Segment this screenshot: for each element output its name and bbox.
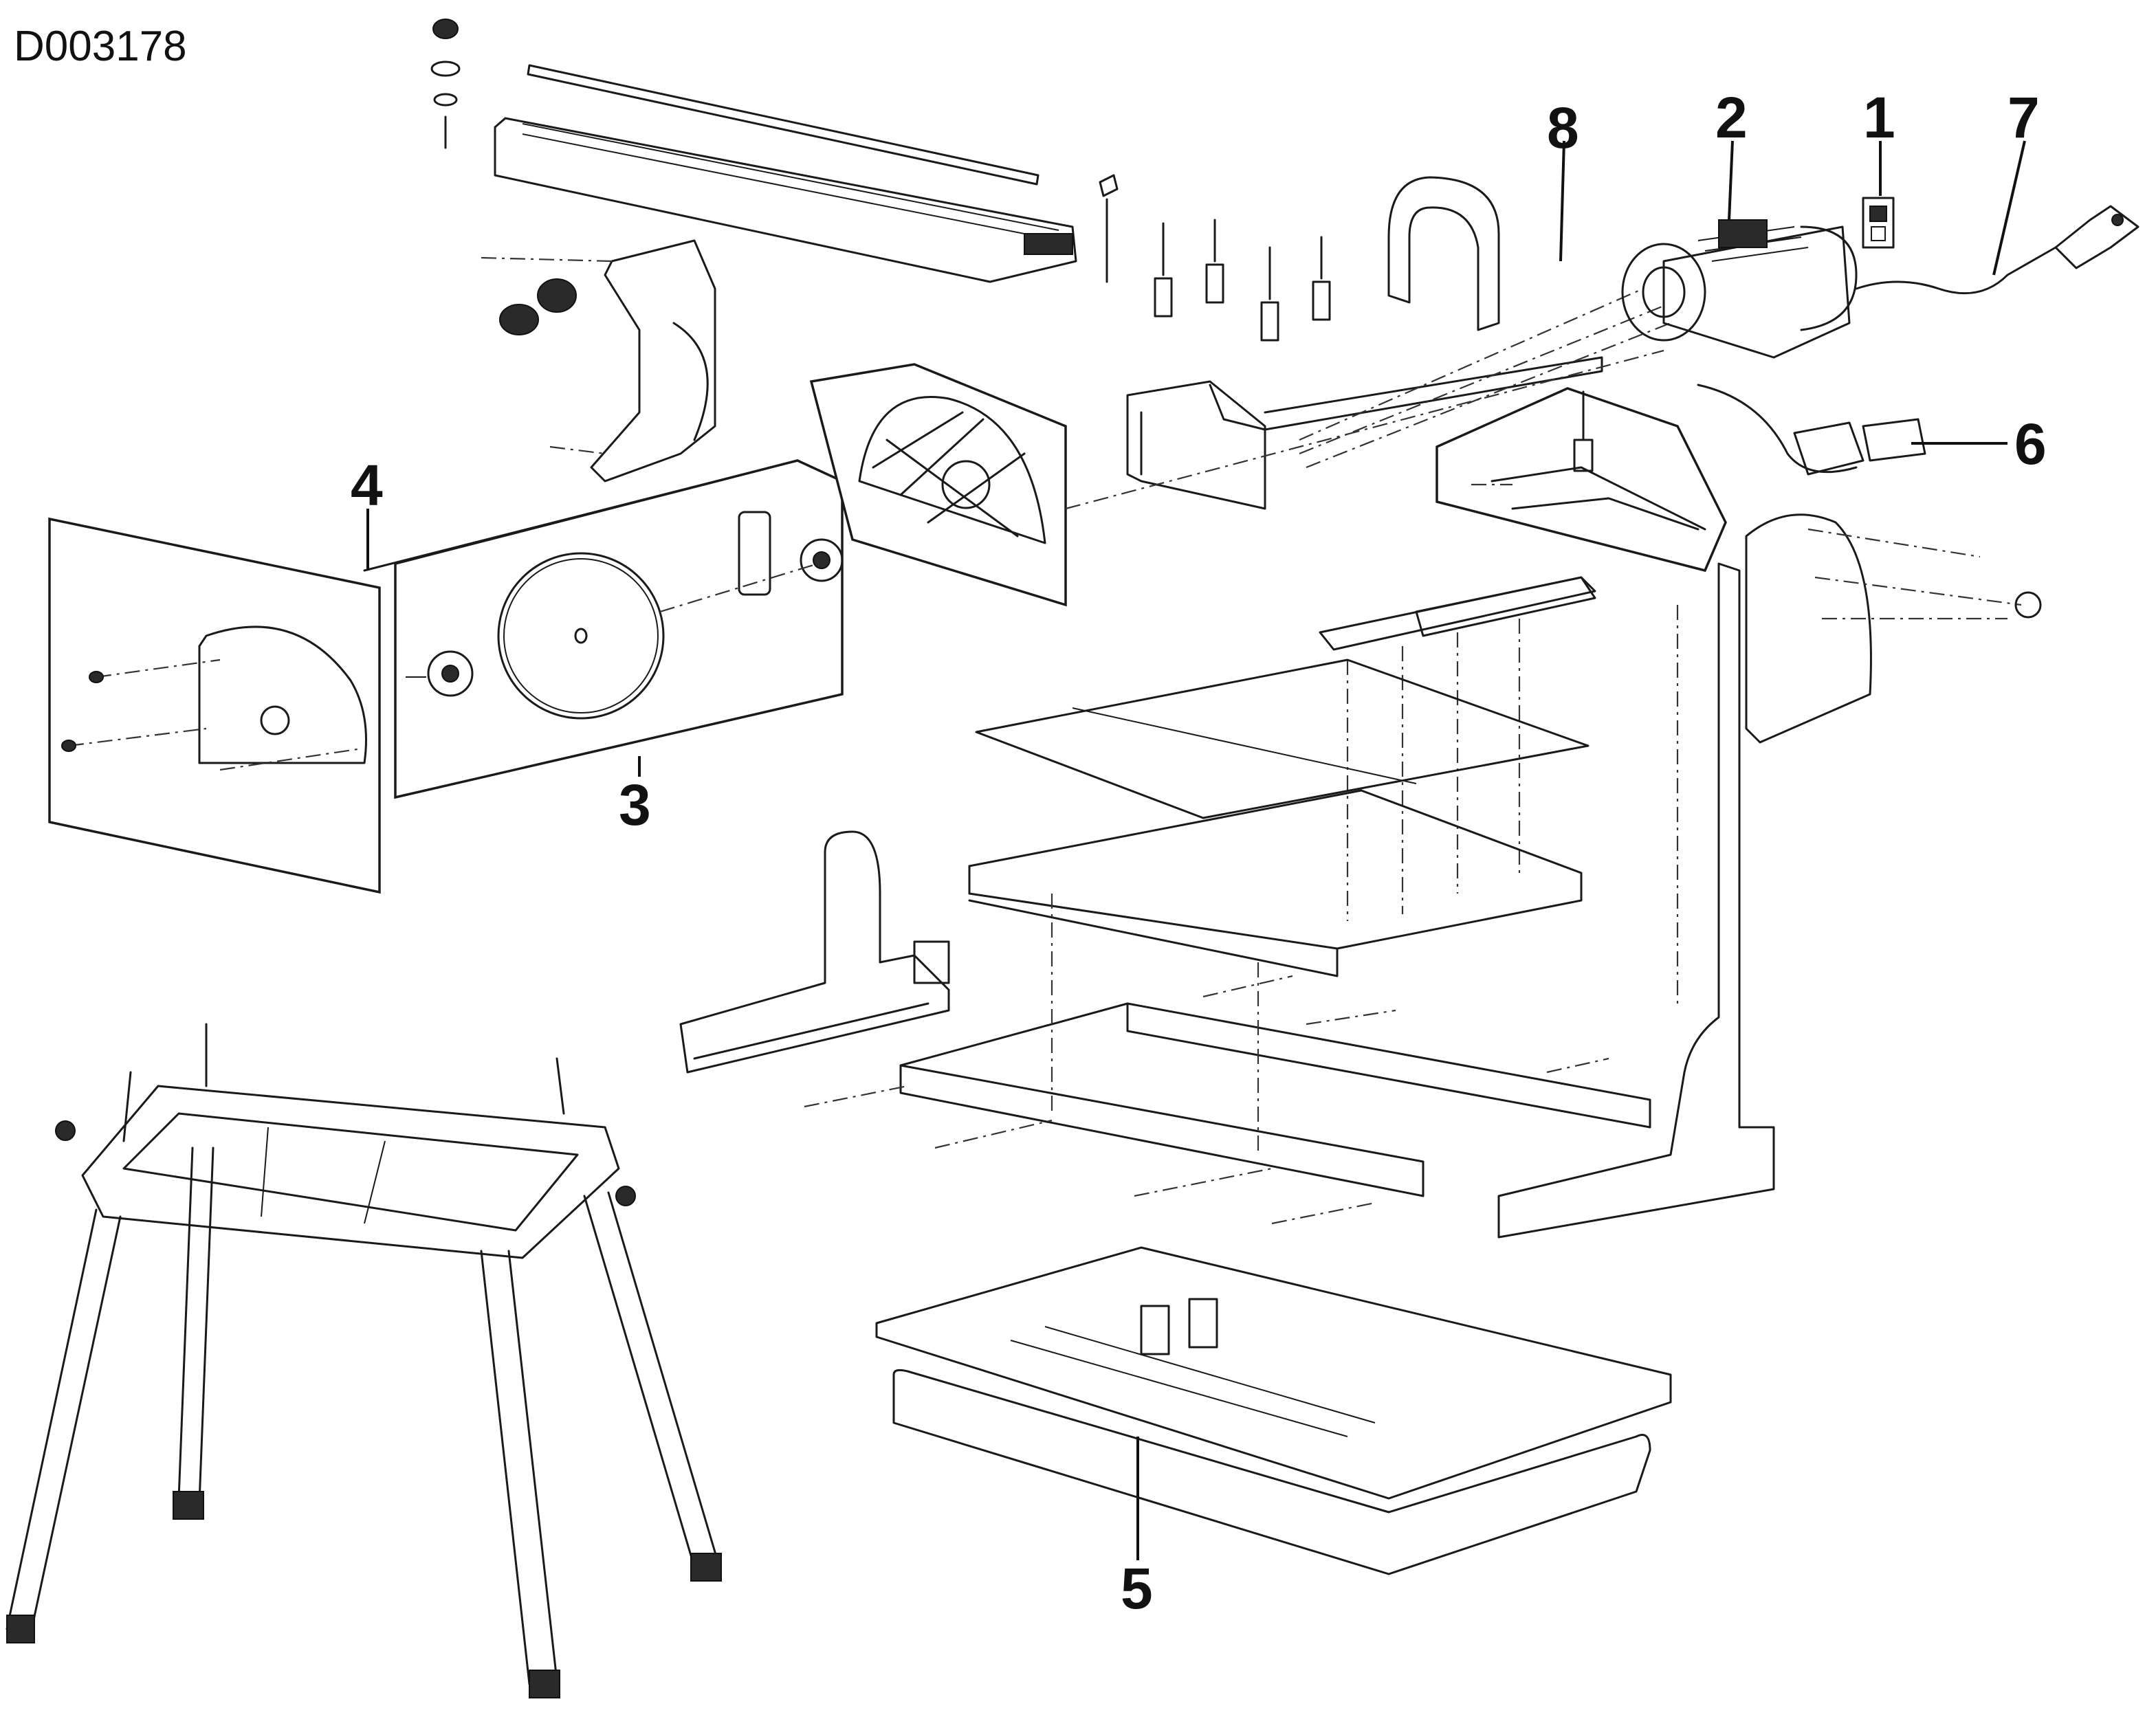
callout-6: 6 — [2014, 412, 2047, 476]
callout-7: 7 — [2008, 85, 2040, 150]
leader-7 — [1992, 140, 2026, 276]
base-frame — [804, 894, 1651, 1225]
carry-handle — [1387, 176, 1500, 331]
blade-flange-housing — [809, 363, 1067, 607]
upright-bolt-posts — [1099, 174, 1331, 342]
callout-2: 2 — [1715, 85, 1748, 150]
callout-5: 5 — [1121, 1556, 1153, 1621]
callout-4: 4 — [351, 453, 383, 518]
blade-guard-rail — [494, 64, 1077, 283]
leader-2 — [1728, 140, 1734, 221]
left-side-bracket — [679, 830, 950, 1074]
leader-8 — [1559, 140, 1565, 262]
callout-3: 3 — [619, 773, 651, 837]
frame-rail — [1065, 287, 1671, 510]
detail-box-8 — [1436, 387, 1727, 573]
water-tray — [875, 1246, 1672, 1575]
box-3-top-edge-leader — [363, 459, 799, 572]
motor — [1621, 219, 1858, 359]
callout-8: 8 — [1547, 96, 1579, 160]
blade-guard-plate — [481, 239, 716, 483]
assembly-box-3 — [394, 459, 844, 799]
assembly-box-4 — [48, 517, 381, 894]
power-cord — [1855, 205, 2140, 295]
document-id: D003178 — [14, 23, 187, 70]
stand — [6, 1023, 722, 1698]
right-column — [1497, 513, 2042, 1239]
motor-mount-bracket — [1126, 380, 1266, 510]
callout-1: 1 — [1863, 85, 1895, 150]
switch-part — [1862, 197, 1895, 249]
table-top-plate — [975, 658, 1590, 819]
slide-rails — [1319, 576, 1596, 921]
cable-plug — [1697, 384, 1926, 476]
fastener-stack-top — [430, 19, 461, 149]
table-support-tray — [968, 789, 1583, 977]
